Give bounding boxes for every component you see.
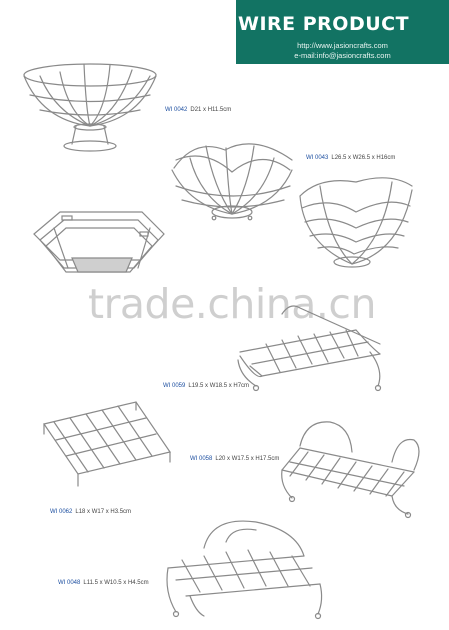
- header-title: WIRE PRODUCT: [238, 13, 410, 35]
- product-size: L26.5 x W26.5 x H16cm: [331, 155, 396, 161]
- product-code: WI 0062: [50, 509, 73, 515]
- email-link[interactable]: e-mail:info@jasioncrafts.com: [294, 51, 391, 60]
- product-code: WI 0059: [163, 383, 186, 389]
- product-size: L18 x W17 x H3.5cm: [75, 509, 132, 515]
- product-code: WI 0058: [190, 456, 213, 462]
- hexagonal-wire-tray-image: [33, 211, 165, 273]
- watermark-text: trade.china.cn: [88, 280, 376, 328]
- curved-wire-rack-image: [237, 305, 382, 392]
- petal-wire-basket-image: [171, 143, 293, 221]
- website-link[interactable]: http://www.jasioncrafts.com: [297, 41, 388, 50]
- header-banner: WIRE PRODUCT http://www.jasioncrafts.com…: [236, 0, 449, 64]
- product-code: WI 0048: [58, 580, 81, 586]
- product-size: L11.5 x W10.5 x H4.5cm: [83, 580, 149, 586]
- square-wire-trivet-image: [43, 401, 171, 487]
- arched-handle-rack-image: [166, 520, 323, 620]
- wavy-wire-basket-image: [299, 177, 413, 268]
- product-size: L19.5 x W18.5 x H7cm: [188, 383, 250, 389]
- arched-wire-rack-image: [281, 421, 420, 519]
- round-wire-bowl-image: [23, 63, 157, 152]
- product-size: D21 x H11.5cm: [190, 107, 232, 113]
- product-size: L20 x W17.5 x H17.5cm: [215, 456, 280, 462]
- product-code: WI 0042: [165, 107, 188, 113]
- product-code: WI 0043: [306, 155, 329, 161]
